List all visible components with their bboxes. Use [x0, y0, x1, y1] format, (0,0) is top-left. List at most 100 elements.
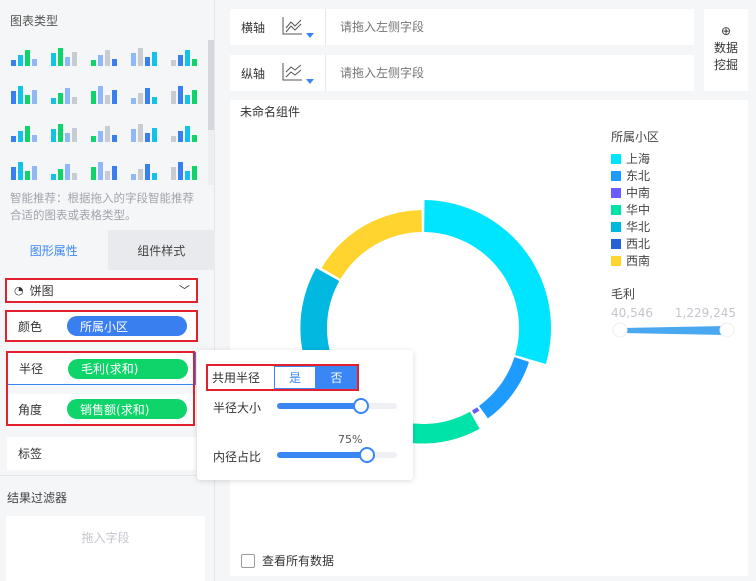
legend-swatch	[611, 187, 621, 198]
size-legend-bar	[612, 322, 735, 338]
legend-item[interactable]: 东北	[611, 167, 736, 184]
axis-line-chart-icon	[282, 63, 314, 84]
color-label: 颜色	[18, 319, 43, 334]
y-axis-label: 纵轴	[241, 66, 266, 81]
tag-label: 标签	[18, 447, 43, 461]
chart-type-scrollbar[interactable]	[208, 40, 214, 185]
size-legend: 40,546 1,229,245	[611, 302, 736, 342]
x-axis-row: 横轴	[230, 9, 694, 45]
filter-placeholder: 拖入字段	[81, 531, 130, 545]
tab-component-style[interactable]: 组件样式	[107, 230, 215, 270]
size-max-handle	[719, 322, 735, 338]
detail-table-icon[interactable]	[90, 40, 118, 66]
legend-swatch	[611, 170, 621, 181]
y-axis-type-dropdown[interactable]	[280, 55, 326, 91]
chart-type-title: 图表类型	[10, 14, 59, 28]
line-chart-icon[interactable]	[130, 116, 158, 142]
legend-swatch	[611, 238, 621, 249]
chart-type-grid	[10, 40, 205, 180]
chart-type-select[interactable]: ◔ 饼图 ﹀	[5, 278, 198, 303]
view-all-checkbox[interactable]	[241, 553, 255, 568]
radius-label: 半径	[19, 362, 44, 376]
shared-radius-no[interactable]: 否	[316, 366, 357, 389]
legend-swatch	[611, 221, 621, 232]
size-min-label: 40,546	[611, 306, 653, 320]
kpi-indicator-icon[interactable]	[10, 78, 38, 104]
filter-drop-zone[interactable]: 拖入字段	[6, 516, 205, 581]
view-all-label: 查看所有数据	[262, 554, 335, 568]
scatter-chart-icon[interactable]	[90, 154, 118, 180]
shared-radius-yes[interactable]: 是	[274, 366, 316, 389]
shared-radius-toggle: 共用半径 是 否	[206, 364, 359, 391]
component-title[interactable]: 未命名组件	[240, 105, 301, 119]
chart-type-value: 饼图	[29, 284, 54, 298]
data-mining-label-1: 数据	[713, 41, 738, 55]
legend-item[interactable]: 西北	[611, 235, 736, 252]
bubble-chart-icon[interactable]	[130, 154, 158, 180]
chart-legend: 所属小区 上海东北中南华中华北西北西南 毛利 40,546 1,229,245	[611, 128, 736, 342]
legend-title: 所属小区	[611, 130, 660, 144]
stacked-column-icon[interactable]	[130, 78, 158, 104]
radius-field-row: 半径 毛利(求和)	[7, 352, 196, 385]
property-tabs: 图形属性 组件样式	[0, 230, 215, 270]
shared-radius-label: 共用半径	[212, 371, 261, 385]
legend-item[interactable]: 上海	[611, 150, 736, 167]
tab-graphic-properties[interactable]: 图形属性	[0, 230, 108, 270]
legend-item[interactable]: 西南	[611, 252, 736, 269]
size-min-handle	[612, 322, 628, 338]
kpi-number-icon[interactable]	[130, 40, 158, 66]
cross-table-icon[interactable]	[50, 40, 78, 66]
x-axis-type-dropdown[interactable]	[280, 9, 326, 45]
view-all-data[interactable]: 查看所有数据	[241, 552, 334, 569]
radius-size-slider[interactable]	[277, 398, 397, 414]
color-field-pill[interactable]: 所属小区	[67, 316, 188, 336]
radius-field-pill[interactable]: 毛利(求和)	[68, 358, 189, 379]
highlight-box	[6, 351, 195, 426]
inner-ratio-value: 75%	[338, 433, 363, 446]
radar-chart-icon[interactable]	[170, 116, 198, 142]
color-field-row: 颜色 所属小区	[5, 310, 198, 342]
radius-settings-popup: 共用半径 是 否 半径大小 75% 内径占比	[197, 350, 413, 480]
radius-size-label: 半径大小	[213, 401, 262, 415]
waterfall-icon[interactable]	[50, 116, 78, 142]
x-axis-input[interactable]	[326, 20, 694, 34]
axis-line-chart-icon	[282, 17, 314, 38]
map-icon[interactable]	[50, 78, 78, 104]
bar-chart-icon[interactable]	[10, 116, 38, 142]
kpi-list-icon[interactable]	[170, 40, 198, 66]
chevron-down-icon: ﹀	[179, 284, 190, 297]
legend-item[interactable]: 中南	[611, 184, 736, 201]
legend-label: 华北	[626, 220, 651, 234]
column-chart-icon[interactable]	[170, 78, 198, 104]
legend-label: 东北	[626, 169, 651, 183]
pie-chart-icon[interactable]	[170, 154, 198, 180]
area-chart-icon[interactable]	[10, 154, 38, 180]
legend-swatch	[611, 153, 621, 164]
stacked-bar-icon[interactable]	[90, 78, 118, 104]
y-axis-input[interactable]	[326, 66, 694, 80]
angle-label: 角度	[18, 402, 43, 417]
multi-line-icon[interactable]	[90, 116, 118, 142]
legend-swatch	[611, 255, 621, 266]
filter-title: 结果过滤器	[7, 491, 68, 505]
inner-ratio-label: 内径占比	[213, 450, 262, 464]
legend-item[interactable]: 华中	[611, 201, 736, 218]
y-axis-row: 纵轴	[230, 55, 694, 91]
smart-recommend-hint: 智能推荐：根据拖入的字段智能推荐合适的图表或表格类型。	[10, 191, 194, 222]
legend-label: 华中	[626, 203, 651, 217]
tag-row[interactable]: 标签	[7, 437, 196, 470]
angle-field-pill[interactable]: 销售额(求和)	[67, 399, 188, 419]
data-mining-icon: ⊕	[720, 24, 732, 38]
grouped-table-icon[interactable]	[10, 40, 38, 66]
data-mining-button[interactable]: ⊕ 数据 挖掘	[704, 9, 748, 91]
inner-ratio-slider[interactable]	[277, 447, 397, 463]
size-max-label: 1,229,245	[674, 306, 736, 320]
data-mining-label-2: 挖掘	[713, 58, 738, 72]
angle-field-row: 角度 销售额(求和)	[7, 394, 196, 424]
left-panel: 图表类型 智能推荐：根据拖入的字段智能推荐合适的图表或表格类型。 图形属性 组件…	[0, 0, 215, 581]
combo-chart-icon[interactable]	[50, 154, 78, 180]
legend-item[interactable]: 华北	[611, 218, 736, 235]
legend-label: 中南	[626, 186, 651, 200]
pie-icon: ◔	[14, 284, 24, 297]
x-axis-label: 横轴	[241, 20, 266, 35]
